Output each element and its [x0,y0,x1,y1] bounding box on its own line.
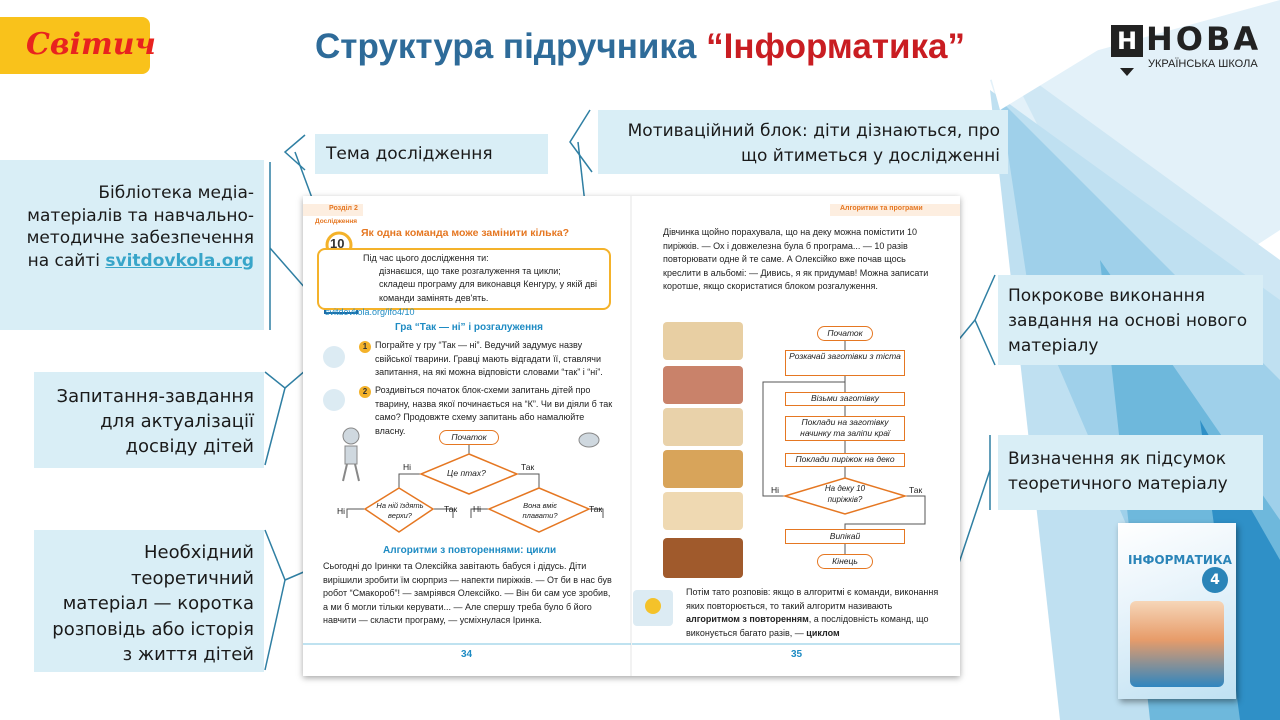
label-motivation: Мотиваційний блок: діти дізнаються, про … [598,110,1008,174]
right-flow-step-fill: Поклади на заготівку начинку та заліпи к… [785,416,905,441]
photo-filling [663,366,743,404]
research-word: Дослідження [315,218,358,225]
left-flow-no-3: Ні [473,504,482,514]
right-section-tag: Алгоритми та програми [840,205,923,212]
right-flow-no: Ні [771,485,780,495]
right-flow-step-take-text: Візьми заготівку [811,393,879,403]
label-library-text: Бібліотека медіа-матеріалів та навчально… [26,183,254,271]
nova-logo-subtitle: УКРАЇНСЬКА ШКОЛА [1148,58,1258,70]
goal-box: Під час цього дослідження ти: дізнаєшся,… [317,248,611,310]
right-page-number: 35 [791,649,803,660]
left-flow-start: Початок [439,430,499,445]
definition-text: Потім тато розповів: якщо в алгоритмі є … [686,586,942,640]
left-flow-yes-3: Так [589,504,603,514]
library-link[interactable]: svitdovkola.org [105,250,254,271]
nova-logo-word: НОВА [1146,20,1262,58]
right-flow-step-fill-text: Поклади на заготівку начинку та заліпи к… [800,417,890,438]
svitych-logo-text: Світич [26,27,156,62]
goal-item-1: дізнаєшся, що таке розгалуження та цикли… [379,266,561,276]
label-theory: Необхідний теоретичний матеріал — коротк… [34,530,264,672]
label-definition: Визначення як підсумок теоретичного мате… [998,435,1263,510]
left-page-number: 34 [461,649,473,660]
title-accent: “Інформатика” [706,27,965,66]
title-main: Структура підручника [315,27,707,66]
right-flow-step-roll-text: Розкачай заготівки з тіста [789,351,901,361]
photo-dough [663,322,743,360]
right-flow-condition: На деку 10 пиріжків? [824,484,866,504]
right-flow-step-put: Поклади пиріжок на деко [785,453,905,467]
right-flow-step-take: Візьми заготівку [785,392,905,406]
group-icon-2 [323,389,345,411]
photo-pies-row [663,492,743,530]
research-url: svitdovkola.org/ifo4/10 [325,307,415,317]
nova-logo-triangle-icon [1120,68,1134,76]
textbook-cover: ІНФОРМАТИКА 4 [1118,523,1236,699]
book-illustration [1130,601,1224,687]
right-flow-yes: Так [909,485,923,495]
definition-part-c: , а послідовність команд, що виконується… [686,614,929,638]
group-icon-1 [323,346,345,368]
left-flow-yes-2: Так [444,504,458,514]
book-grade-badge: 4 [1202,567,1228,593]
research-heading: Як одна команда може замінити кілька? [361,227,570,239]
book-title: ІНФОРМАТИКА [1128,553,1232,567]
task-2-text: Роздивіться початок блок-схеми запитань … [375,385,613,436]
research-number: 10 [330,236,345,251]
right-flow-end-text: Кінець [832,556,858,566]
label-steps: Покрокове виконання завдання на основі н… [998,275,1263,365]
task-2-number: 2 [359,386,371,398]
right-story: Дівчинка щойно порахувала, що на деку мо… [663,227,929,291]
right-flow-step-bake: Випікай [785,529,905,544]
definition-term-cycle: циклом [806,627,840,638]
left-flow-no-2: Ні [337,506,346,516]
right-flow-step-bake-text: Випікай [829,531,861,541]
left-flow-question-1: Це птах? [447,468,486,478]
left-flow-question-3: Вона вміє плавати? [522,501,558,520]
goal-intro: Під час цього дослідження ти: [363,253,489,263]
right-flow-start: Початок [817,326,873,341]
label-library: Бібліотека медіа-матеріалів та навчально… [0,160,264,330]
photo-pies-sealed [663,408,743,446]
label-questions: Запитання-завдання для актуалізації досв… [34,372,264,468]
svitych-logo: Світич [0,17,156,74]
left-flow-no-1: Ні [403,462,412,472]
book-grade: 4 [1210,572,1220,588]
right-flow-step-roll: Розкачай заготівки з тіста [785,350,905,376]
right-flow-start-text: Початок [827,328,863,338]
label-topic: Тема дослідження [315,134,548,174]
nova-logo-box: Н [1111,25,1143,57]
nova-shkola-logo: Н НОВА УКРАЇНСЬКА ШКОЛА [1108,20,1268,80]
task-1-number: 1 [359,341,371,353]
loops-title: Алгоритми з повтореннями: цикли [383,545,557,556]
left-section-tag: Розділ 2 [329,205,358,212]
left-story: Сьогодні до Іринки та Олексійка завітают… [323,561,612,625]
definition-part-a: Потім тато розповів: якщо в алгоритмі є … [686,587,939,611]
right-flow-end: Кінець [817,554,873,569]
left-flow-question-2: На ній їздять верхи? [376,501,424,520]
game-title: Гра “Так — ні” і розгалуження [395,322,543,333]
page-title: Структура підручника “Інформатика” [0,27,1280,67]
right-flow-step-put-text: Поклади пиріжок на деко [795,454,895,464]
definition-term-algorithm: алгоритмом з повторенням [686,614,809,624]
goal-item-2: складеш програму для виконавця Кенгуру, … [379,279,598,303]
photo-pies-tray [663,450,743,488]
task-1-text: Пограйте у гру “Так — ні”. Ведучий задум… [375,340,603,377]
left-flow-yes-1: Так [521,462,535,472]
textbook-spread: Розділ 2 Алгоритми та програми Досліджен… [303,196,960,676]
photo-oven [663,538,743,578]
